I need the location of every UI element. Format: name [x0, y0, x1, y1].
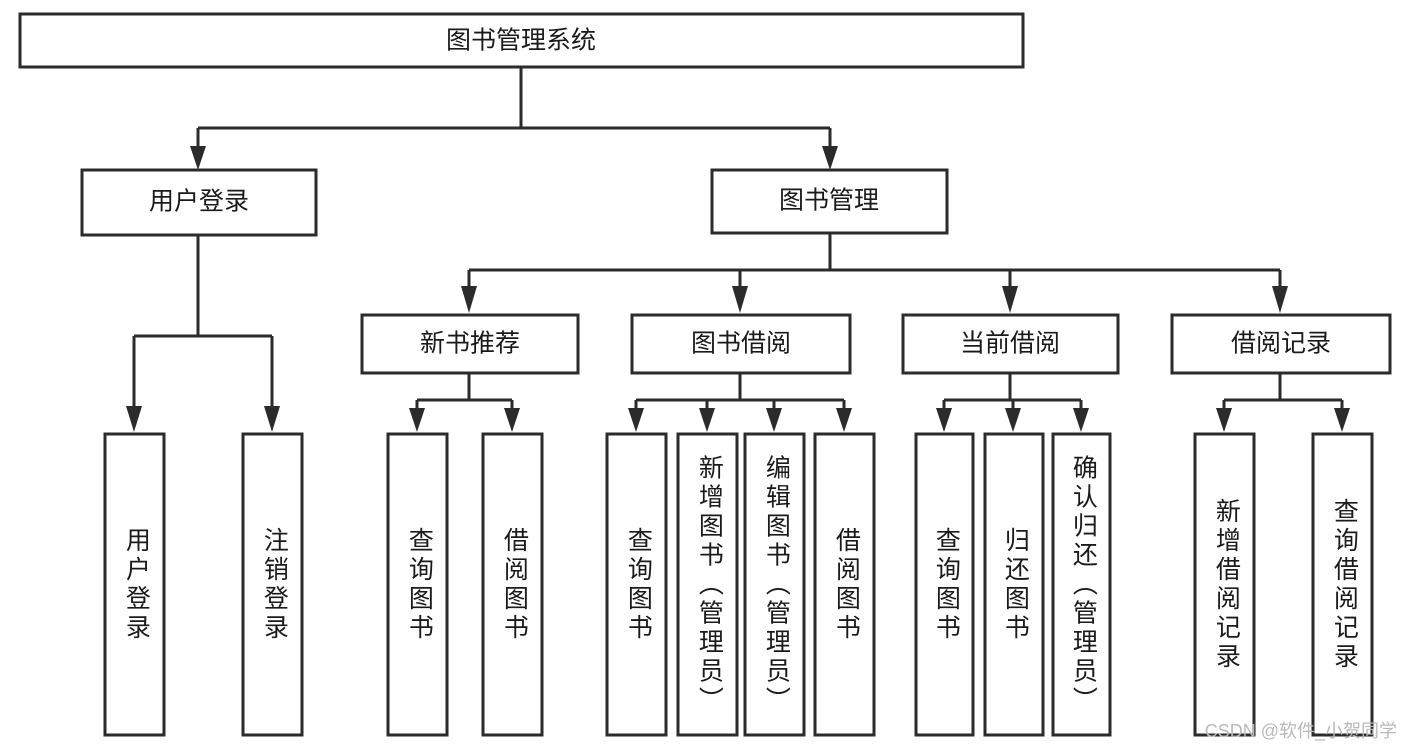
- arrow-head-bb-leaf-3: [766, 408, 782, 432]
- node-user-login-box[interactable]: [80, 168, 318, 237]
- leaf-node[interactable]: 查询借阅记录: [1311, 432, 1374, 737]
- leaf-cb-query-book-box[interactable]: [914, 432, 975, 737]
- node-new-book[interactable]: 新书推荐: [360, 313, 580, 375]
- leaf-logout-label: 注销登录: [260, 527, 289, 643]
- node-current-borrow-label: 当前借阅: [960, 330, 1060, 358]
- node-user-login[interactable]: 用户登录: [80, 168, 318, 237]
- leaf-node[interactable]: 借阅图书: [481, 432, 544, 737]
- leaf-br-query-record-box[interactable]: [1311, 432, 1374, 737]
- node-user-login-label: 用户登录: [149, 188, 249, 216]
- leaf-cb-confirm-return-box[interactable]: [1051, 432, 1112, 737]
- node-root[interactable]: 图书管理系统: [18, 12, 1025, 69]
- arrow-head-bb-leaf-1: [628, 408, 644, 432]
- node-book-manage[interactable]: 图书管理: [710, 168, 949, 235]
- node-book-borrow-box[interactable]: [630, 313, 852, 375]
- leaf-cb-return-book-box[interactable]: [983, 432, 1045, 737]
- leaf-node[interactable]: 查询图书: [386, 432, 449, 737]
- arrow-head-new-book: [461, 286, 477, 313]
- leaf-nb-query-book-label: 查询图书: [405, 527, 434, 643]
- leaf-node[interactable]: 新增图书（管理员）: [676, 432, 739, 737]
- leaf-bb-borrow-book-label: 借阅图书: [832, 527, 861, 643]
- arrow-head-br-leaf-2: [1334, 408, 1350, 432]
- leaf-node[interactable]: 借阅图书: [813, 432, 876, 737]
- leaf-bb-edit-book-box[interactable]: [743, 432, 806, 737]
- leaf-nb-query-book-box[interactable]: [386, 432, 449, 737]
- leaf-nb-borrow-book-box[interactable]: [481, 432, 544, 737]
- leaf-user-login-box[interactable]: [103, 432, 166, 737]
- arrow-head-br-leaf-1: [1216, 408, 1232, 432]
- arrow-head-book-manage: [822, 146, 838, 170]
- arrow-head-current-borrow: [1002, 286, 1018, 313]
- arrow-head-book-borrow: [732, 286, 748, 313]
- leaf-cb-confirm-return-label: 确认归还（管理员）: [1069, 455, 1098, 716]
- node-new-book-box[interactable]: [360, 313, 580, 375]
- leaf-node[interactable]: 查询图书: [605, 432, 668, 737]
- leaf-node[interactable]: 确认归还（管理员）: [1051, 432, 1112, 737]
- leaf-nb-borrow-book-label: 借阅图书: [500, 527, 529, 643]
- node-current-borrow-box[interactable]: [901, 313, 1120, 375]
- node-borrow-record-box[interactable]: [1170, 313, 1392, 375]
- leaf-user-login-label: 用户登录: [122, 527, 151, 643]
- leaf-bb-query-book-label: 查询图书: [624, 527, 653, 643]
- leaf-cb-return-book-label: 归还图书: [1001, 527, 1030, 643]
- leaf-bb-edit-book-label: 编辑图书（管理员）: [762, 455, 791, 716]
- arrow-head-nb-leaf-2: [504, 408, 520, 432]
- leaf-br-add-record-box[interactable]: [1193, 432, 1256, 737]
- leaf-bb-query-book-box[interactable]: [605, 432, 668, 737]
- node-book-borrow-label: 图书借阅: [691, 330, 791, 358]
- node-root-box[interactable]: [18, 12, 1025, 69]
- connectors: [126, 67, 1350, 432]
- arrow-head-bb-leaf-4: [836, 408, 852, 432]
- node-current-borrow[interactable]: 当前借阅: [901, 313, 1120, 375]
- leaf-br-query-record-label: 查询借阅记录: [1330, 498, 1359, 672]
- arrow-head-borrow-record: [1272, 286, 1288, 313]
- node-book-manage-label: 图书管理: [779, 187, 879, 215]
- leaf-cb-query-book-label: 查询图书: [932, 527, 961, 643]
- arrow-head-user-login: [190, 146, 206, 170]
- leaf-bb-add-book-box[interactable]: [676, 432, 739, 737]
- arrow-head-leaf-user-login: [126, 406, 142, 432]
- leaf-node[interactable]: 新增借阅记录: [1193, 432, 1256, 737]
- node-book-borrow[interactable]: 图书借阅: [630, 313, 852, 375]
- leaf-bb-add-book-label: 新增图书（管理员）: [695, 455, 724, 716]
- arrow-head-cb-leaf-3: [1073, 408, 1089, 432]
- leaf-logout-box[interactable]: [241, 432, 304, 737]
- leaf-node[interactable]: 查询图书: [914, 432, 975, 737]
- leaf-bb-borrow-book-box[interactable]: [813, 432, 876, 737]
- leaf-br-add-record-label: 新增借阅记录: [1212, 498, 1241, 672]
- leaf-node[interactable]: 注销登录: [241, 432, 304, 737]
- leaf-node[interactable]: 归还图书: [983, 432, 1045, 737]
- arrow-head-cb-leaf-2: [1005, 408, 1021, 432]
- node-book-manage-box[interactable]: [710, 168, 949, 235]
- leaf-node[interactable]: 用户登录: [103, 432, 166, 737]
- arrow-head-cb-leaf-1: [936, 408, 952, 432]
- node-borrow-record-label: 借阅记录: [1231, 330, 1331, 358]
- node-root-label: 图书管理系统: [446, 27, 596, 55]
- arrow-head-nb-leaf-1: [409, 408, 425, 432]
- arrow-head-leaf-logout: [264, 406, 280, 432]
- node-new-book-label: 新书推荐: [420, 330, 520, 358]
- arrow-head-bb-leaf-2: [699, 408, 715, 432]
- node-borrow-record[interactable]: 借阅记录: [1170, 313, 1392, 375]
- leaf-node[interactable]: 编辑图书（管理员）: [743, 432, 806, 737]
